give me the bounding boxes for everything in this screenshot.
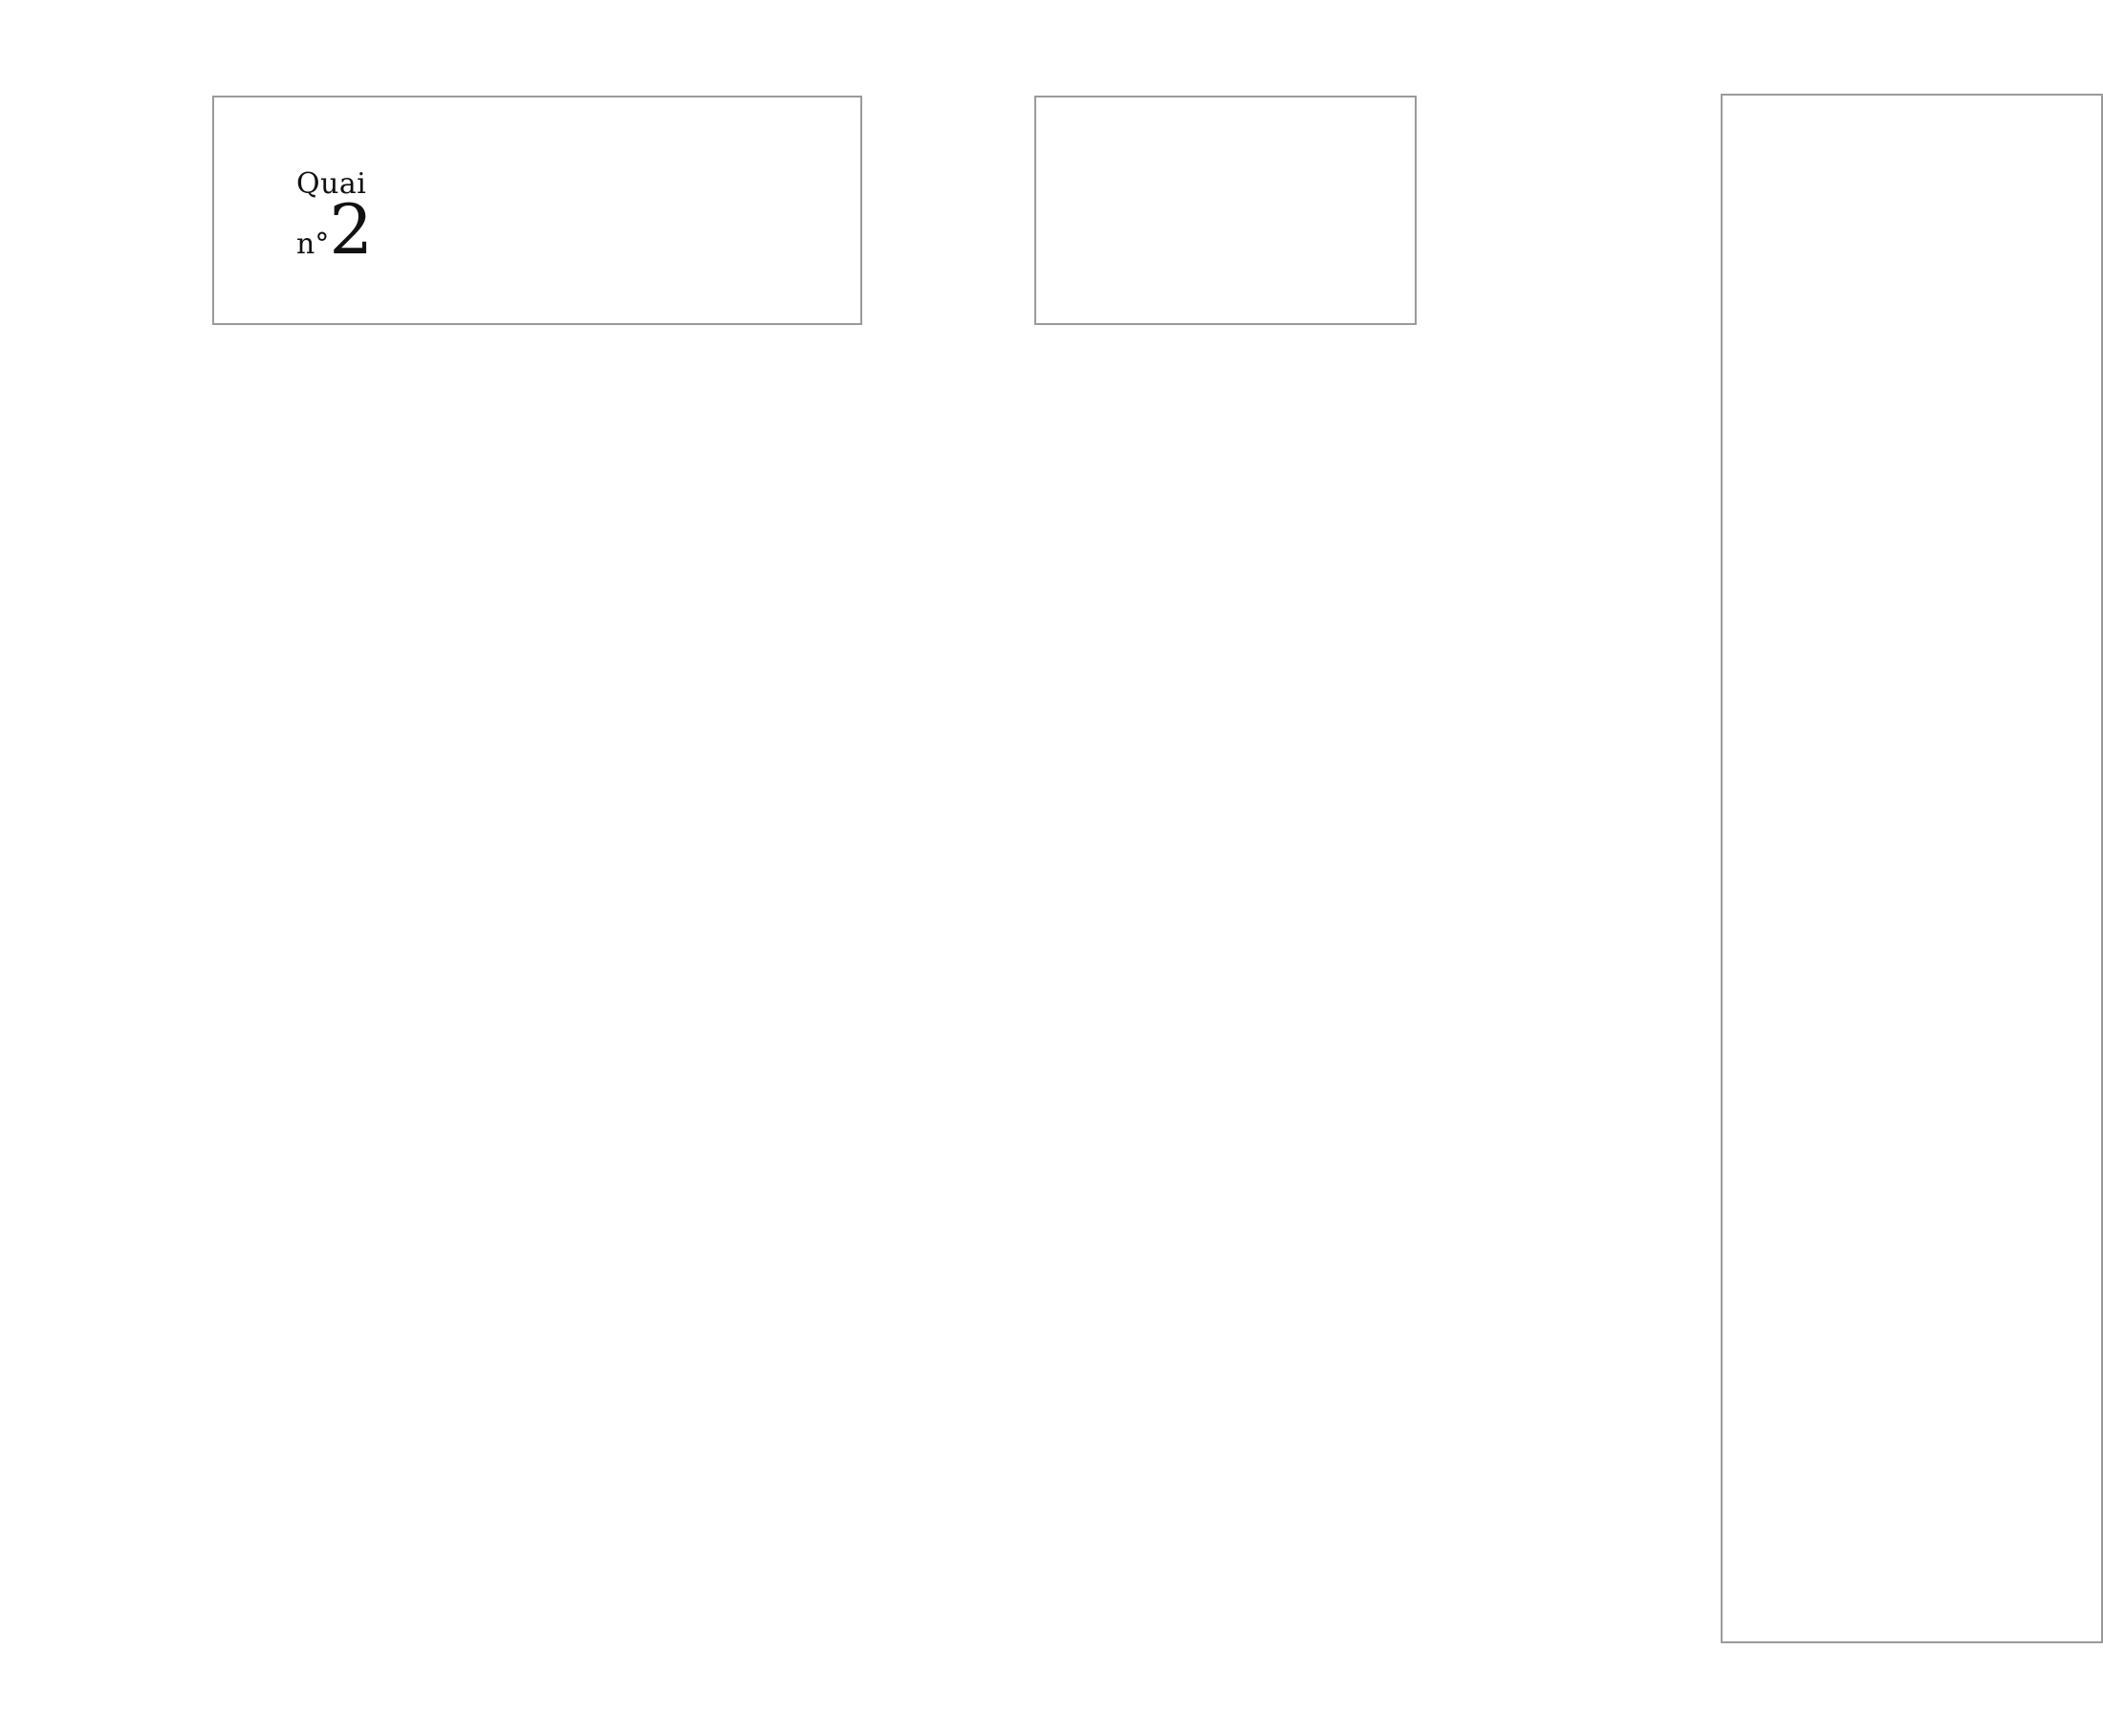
empty-panel-middle [1034,96,1417,325]
quai-number-prefix: n° [296,228,330,261]
quai-number: 2 [329,189,374,270]
empty-panel-right [1721,94,2103,1643]
quai-panel: Quai n°2 [212,96,862,325]
quai-word: Quai [296,167,367,201]
quai-number-row: n°2 [296,195,373,264]
quai-label: Quai n°2 [296,167,373,265]
